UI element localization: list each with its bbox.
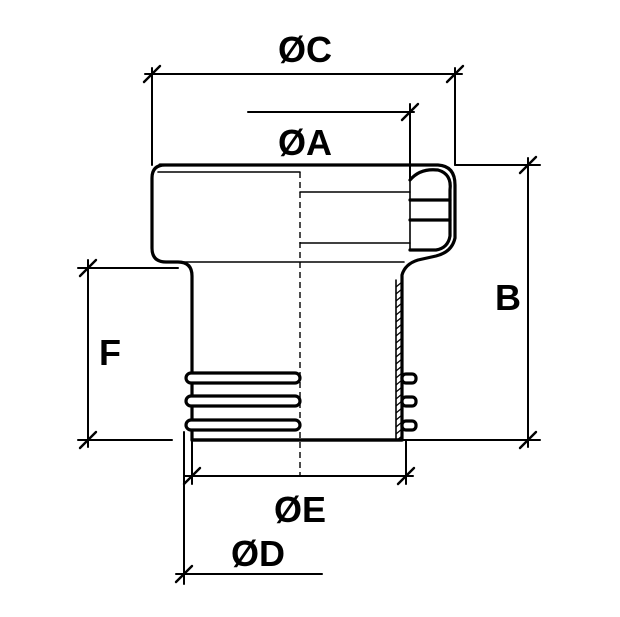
dimension-b: B [401, 155, 541, 450]
rib-right-2 [400, 395, 418, 408]
wall-hatching [395, 281, 403, 442]
tick-f-bottom [78, 430, 98, 450]
tick-d [174, 564, 194, 584]
rib-2 [184, 394, 302, 408]
tick-c-left [142, 64, 162, 84]
hatch-stroke [395, 407, 403, 414]
spigot-ribs-right [400, 372, 418, 432]
hatch-stroke [395, 302, 403, 309]
tick-f-top [78, 258, 98, 278]
hatch-stroke [395, 393, 403, 400]
tick-e-left [182, 466, 202, 486]
label-d: ØD [231, 533, 285, 574]
flange-bead [408, 168, 452, 252]
dimension-c: ØC [142, 29, 465, 166]
hatch-stroke [395, 309, 403, 316]
label-a: ØA [278, 122, 332, 163]
tick-a [400, 102, 420, 122]
tick-e-right [396, 466, 416, 486]
spigot-ribs [184, 371, 302, 432]
hatch-stroke [395, 351, 403, 358]
hatch-stroke [395, 386, 403, 393]
hatch-stroke [395, 316, 403, 323]
label-f: F [99, 332, 121, 373]
hatch-stroke [395, 323, 403, 330]
hatch-stroke [395, 330, 403, 337]
label-e: ØE [274, 489, 326, 530]
rib-1 [184, 371, 302, 385]
hatch-stroke [395, 365, 403, 372]
hatch-stroke [395, 372, 403, 379]
hatch-stroke [395, 281, 403, 288]
tick-b-top [518, 155, 538, 175]
tick-b-bottom [518, 430, 538, 450]
rib-right-1 [400, 372, 418, 385]
dimension-a: ØA [247, 102, 420, 181]
rib-3 [184, 418, 302, 432]
hatch-stroke [395, 337, 403, 344]
hatch-stroke [395, 288, 403, 295]
hatch-stroke [395, 344, 403, 351]
hatch-stroke [395, 428, 403, 435]
rib-right-3 [400, 419, 418, 432]
dimension-e: ØE [182, 439, 416, 530]
tick-c-right [445, 64, 465, 84]
hatch-stroke [395, 295, 403, 302]
hatch-stroke [395, 414, 403, 421]
fitting-body [150, 163, 457, 475]
dimension-d: ØD [174, 431, 323, 585]
hatch-stroke [395, 358, 403, 365]
label-c: ØC [278, 29, 332, 70]
dimension-f: F [77, 258, 179, 450]
label-b: B [495, 277, 521, 318]
